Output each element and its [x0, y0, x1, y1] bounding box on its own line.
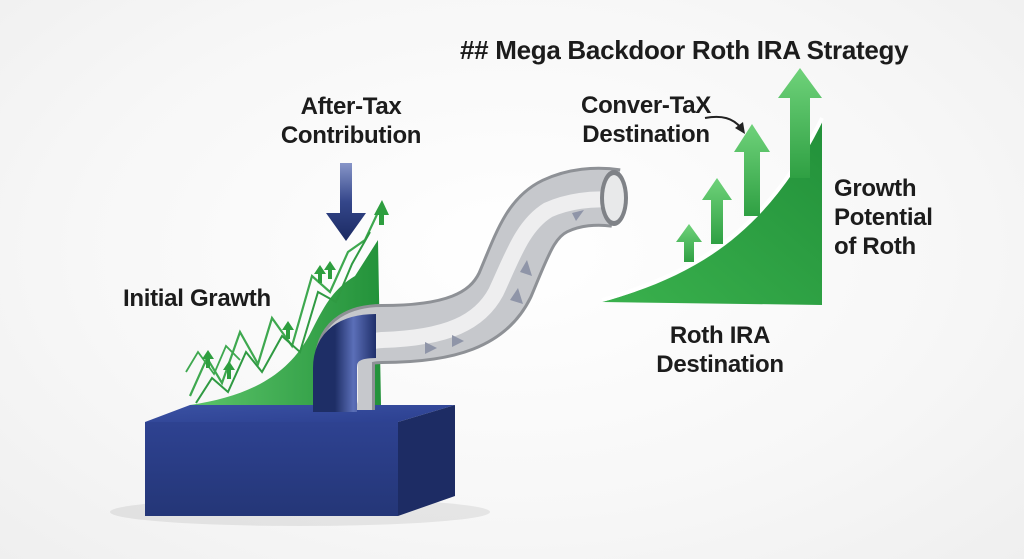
after-tax-contribution-label: After-Tax Contribution: [280, 93, 422, 149]
conver-tax-destination-label: Conver-TaX Destination: [581, 92, 711, 148]
transfer-pipe: [313, 166, 628, 412]
roth-growth-chart: [601, 68, 824, 305]
down-arrow-icon: [326, 163, 366, 241]
roth-ira-destination-label: Roth IRA Destination: [656, 322, 784, 378]
initial-growth-label: Initial Grawth: [123, 285, 271, 312]
page-title: ## Mega Backdoor Roth IRA Strategy: [460, 35, 909, 65]
after-tax-account-box: [145, 405, 455, 516]
growth-arrows-icon: [676, 68, 822, 262]
small-growth-arrows-icon: [202, 200, 389, 379]
growth-potential-label: Growth Potential of Roth: [834, 175, 933, 260]
pipe-flow-arrows-icon: [425, 210, 584, 354]
pointer-arrow-icon: [735, 122, 745, 134]
